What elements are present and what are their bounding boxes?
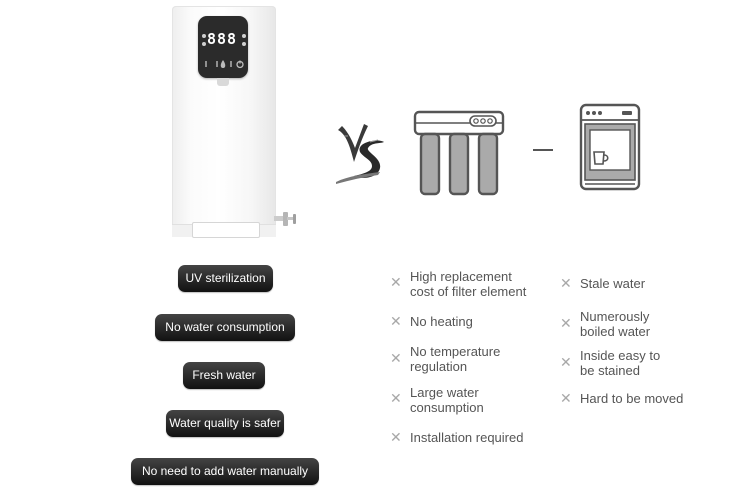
vs-logo: VS: [334, 112, 394, 186]
drawback-line: Stale water: [580, 276, 646, 291]
feature-badge-water-quality-safer: Water quality is safer: [166, 410, 284, 437]
x-mark-icon: ✕: [390, 390, 402, 406]
drawback-item: Installation required: [410, 430, 523, 445]
dispenser-drip-tray: [192, 222, 260, 238]
drawback-line: boiled water: [580, 324, 651, 339]
x-mark-icon: ✕: [560, 315, 572, 331]
drawback-item: No heating: [410, 314, 473, 329]
drawback-item: No temperature regulation: [410, 344, 500, 374]
dash-separator: [533, 149, 553, 151]
drawback-line: regulation: [410, 359, 468, 374]
x-mark-icon: ✕: [390, 429, 402, 445]
feature-badge-no-need-add-water: No need to add water manually: [131, 458, 319, 485]
feature-badge-fresh-water: Fresh water: [183, 362, 265, 389]
drain-valve-icon: [274, 212, 296, 226]
x-mark-icon: ✕: [390, 350, 402, 366]
drawback-line: be stained: [580, 363, 640, 378]
dispenser-indicator-lights: [202, 34, 246, 64]
drawback-line: consumption: [410, 400, 484, 415]
drawback-item: Stale water: [580, 276, 645, 291]
dispenser-display: 888: [207, 30, 238, 48]
drawback-item: High replacement cost of filter element: [410, 269, 526, 299]
x-mark-icon: ✕: [560, 275, 572, 291]
dispenser-nozzle: [217, 78, 229, 86]
drawback-line: High replacement: [410, 269, 512, 284]
water-cooler-icon: [579, 103, 641, 191]
drawback-line: Numerously: [580, 309, 650, 324]
feature-badge-uv-sterilization: UV sterilization: [178, 265, 273, 292]
x-mark-icon: ✕: [390, 313, 402, 329]
drawback-item: Numerously boiled water: [580, 309, 650, 339]
x-mark-icon: ✕: [560, 354, 572, 370]
drawback-line: Installation required: [410, 430, 524, 445]
drawback-line: Large water: [410, 385, 479, 400]
vs-brush-icon: [336, 124, 384, 184]
x-mark-icon: ✕: [560, 390, 572, 406]
dispenser-buttons-icon: [205, 60, 244, 69]
drawback-line: No temperature: [410, 344, 501, 359]
drawback-line: cost of filter element: [410, 284, 527, 299]
three-stage-filter-icon: [413, 110, 505, 196]
drawback-item: Hard to be moved: [580, 391, 683, 406]
drawback-line: No heating: [410, 314, 473, 329]
x-mark-icon: ✕: [390, 274, 402, 290]
drawback-item: Inside easy to be stained: [580, 348, 660, 378]
feature-badge-no-water-consumption: No water consumption: [155, 314, 295, 341]
drawback-line: Inside easy to: [580, 348, 661, 363]
drawback-line: Hard to be moved: [580, 391, 684, 406]
drawback-item: Large water consumption: [410, 385, 484, 415]
